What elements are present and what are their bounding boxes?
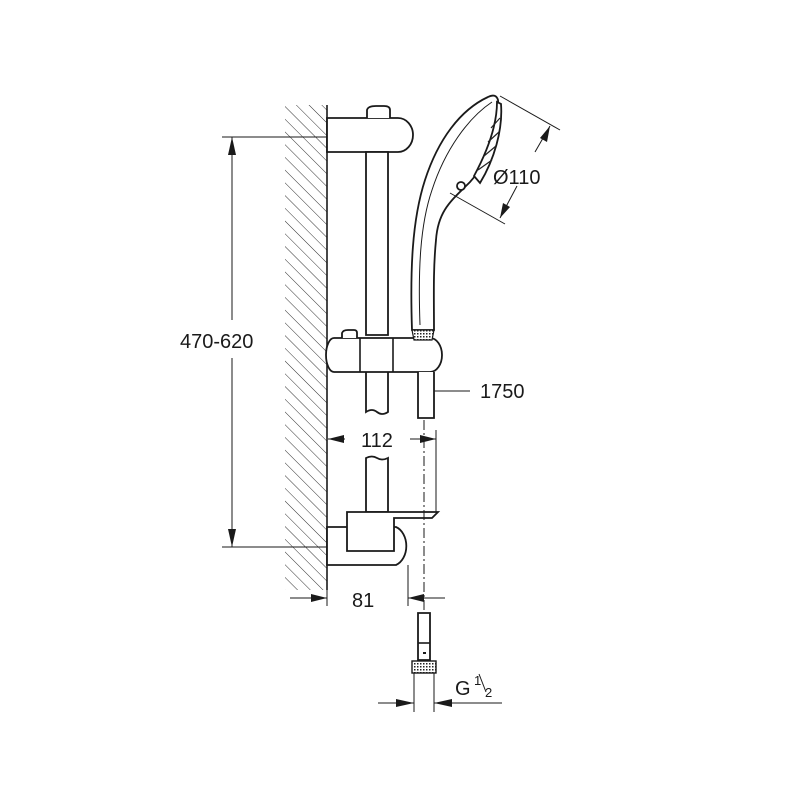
head-diameter-dimension: Ø110 — [449, 95, 561, 225]
hand-shower — [410, 94, 503, 341]
holder-projection-label: 112 — [361, 430, 393, 452]
head-diameter-label: Ø110 — [493, 167, 540, 189]
hose: 1750 — [417, 372, 525, 419]
hose-nut: G 1 2 — [378, 612, 502, 712]
hose-length-label: 1750 — [480, 381, 525, 403]
slider-holder — [325, 329, 443, 373]
thread-num-label: 1 — [474, 673, 481, 688]
rail-height-dimension: 470-620 — [180, 136, 327, 548]
holder-projection-dimension: 112 — [328, 430, 437, 512]
wall-projection-label: 81 — [352, 590, 374, 612]
rail — [365, 151, 389, 513]
top-wall-bracket — [326, 105, 414, 153]
wall-projection-dimension: 81 — [290, 565, 445, 612]
wall — [285, 105, 328, 590]
rail-height-label: 470-620 — [180, 331, 253, 353]
thread-den-label: 2 — [485, 685, 492, 700]
thread-prefix-label: G — [455, 678, 471, 700]
bottom-wall-bracket — [326, 511, 441, 566]
